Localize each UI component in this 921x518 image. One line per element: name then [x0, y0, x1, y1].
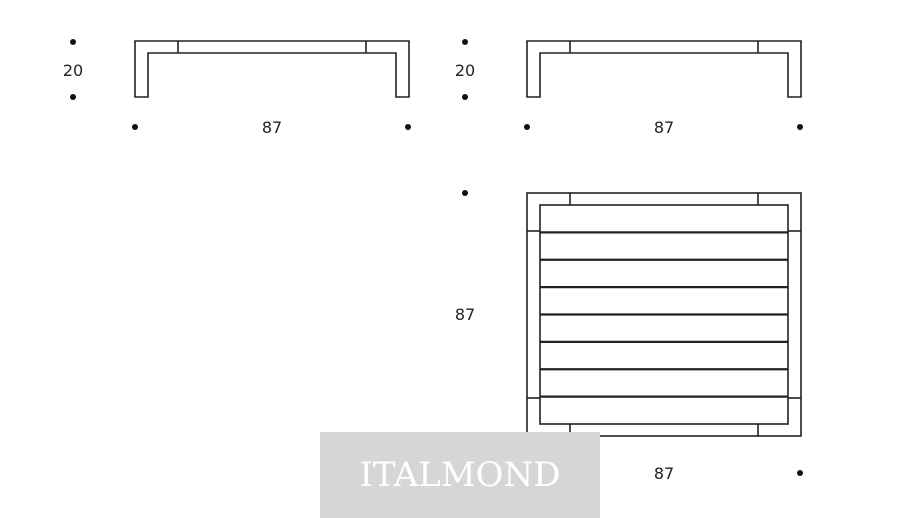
front-height-label: 20	[63, 61, 83, 80]
width-dim-dot-right	[405, 124, 411, 130]
side-view: 20 87	[455, 39, 803, 137]
brand-watermark-text: ITALMOND	[359, 455, 561, 495]
front-frame-outline	[134, 40, 410, 98]
top-frame-outer	[526, 192, 802, 437]
front-view: 20 87	[63, 39, 411, 137]
side-frame-outline	[526, 40, 802, 98]
width-dim-dot-right	[797, 124, 803, 130]
width-dim-dot-right	[797, 470, 803, 476]
height-dim-dot-top	[70, 39, 76, 45]
brand-watermark: ITALMOND	[320, 432, 600, 518]
front-width-label: 87	[262, 118, 282, 137]
side-height-label: 20	[455, 61, 475, 80]
top-depth-label: 87	[455, 305, 475, 324]
height-dim-dot-top	[462, 39, 468, 45]
top-view: 87 87	[455, 190, 803, 483]
top-width-label: 87	[654, 464, 674, 483]
side-width-label: 87	[654, 118, 674, 137]
slat-group	[540, 231, 788, 398]
height-dim-dot-bottom	[462, 94, 468, 100]
width-dim-dot-left	[132, 124, 138, 130]
width-dim-dot-left	[524, 124, 530, 130]
height-dim-dot-bottom	[70, 94, 76, 100]
depth-dim-dot-top	[462, 190, 468, 196]
